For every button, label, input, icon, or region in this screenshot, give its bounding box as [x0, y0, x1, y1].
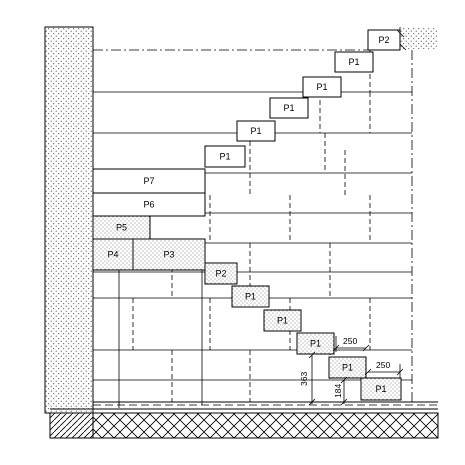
- corner-marks: [396, 27, 407, 51]
- block-label: P2: [378, 35, 389, 45]
- stair-block: P6: [92, 192, 206, 217]
- block-outline: [328, 356, 367, 379]
- block-outline: [92, 168, 206, 194]
- block-outline: [296, 332, 335, 355]
- dim-rise-first: 184: [333, 384, 343, 398]
- stair-block: P1: [269, 97, 309, 119]
- block-label: P1: [277, 316, 288, 326]
- back-wall-outline: [93, 49, 413, 402]
- stair-block: P1: [236, 120, 276, 142]
- stair-block: P4: [92, 238, 134, 271]
- block-label: P1: [245, 292, 256, 302]
- block-outline: [204, 145, 246, 168]
- block-label: P1: [342, 363, 353, 373]
- floor-slab: [49, 401, 439, 439]
- stair-block: P1: [296, 332, 335, 355]
- dim-rise-total: 363: [299, 372, 309, 386]
- stair-block: P1: [334, 51, 374, 73]
- block-label: P2: [215, 269, 226, 279]
- block-outline: [204, 262, 238, 285]
- stair-block: P5: [92, 215, 151, 240]
- stair-block: P1: [328, 356, 367, 379]
- block-outline: [231, 285, 270, 308]
- stair-block: P3: [132, 238, 206, 271]
- block-outline: [236, 120, 276, 142]
- block-label: P1: [348, 57, 359, 67]
- block-label: P4: [107, 250, 118, 260]
- dimension-lines: [118, 270, 404, 408]
- left-wall: [44, 26, 94, 414]
- dim-tread-lower: 250: [376, 360, 390, 370]
- block-label: P7: [143, 176, 154, 186]
- top-right-wall: [400, 27, 438, 49]
- block-outline: [269, 97, 309, 119]
- stair-block: P1: [302, 76, 342, 98]
- stair-block: P1: [263, 309, 302, 332]
- block-label: P1: [250, 126, 261, 136]
- block-label: P1: [316, 82, 327, 92]
- stair-block: P2: [367, 29, 401, 51]
- dim-tread-upper: 250: [343, 336, 357, 346]
- stair-block: P7: [92, 168, 206, 194]
- stair-block: P1: [204, 145, 246, 168]
- block-outline: [263, 309, 302, 332]
- block-label: P5: [116, 223, 127, 233]
- block-outline: [92, 238, 134, 271]
- block-label: P6: [143, 200, 154, 210]
- stair-block: P1: [360, 377, 402, 401]
- block-label: P1: [219, 152, 230, 162]
- stair-block: P1: [231, 285, 270, 308]
- block-label: P1: [283, 103, 294, 113]
- block-outline: [132, 238, 206, 271]
- block-outline: [360, 377, 402, 401]
- block-outline: [334, 51, 374, 73]
- block-outline: [302, 76, 342, 98]
- block-label: P1: [375, 384, 386, 394]
- block-label: P1: [310, 339, 321, 349]
- stair-block: P2: [204, 262, 238, 285]
- block-label: P3: [163, 250, 174, 260]
